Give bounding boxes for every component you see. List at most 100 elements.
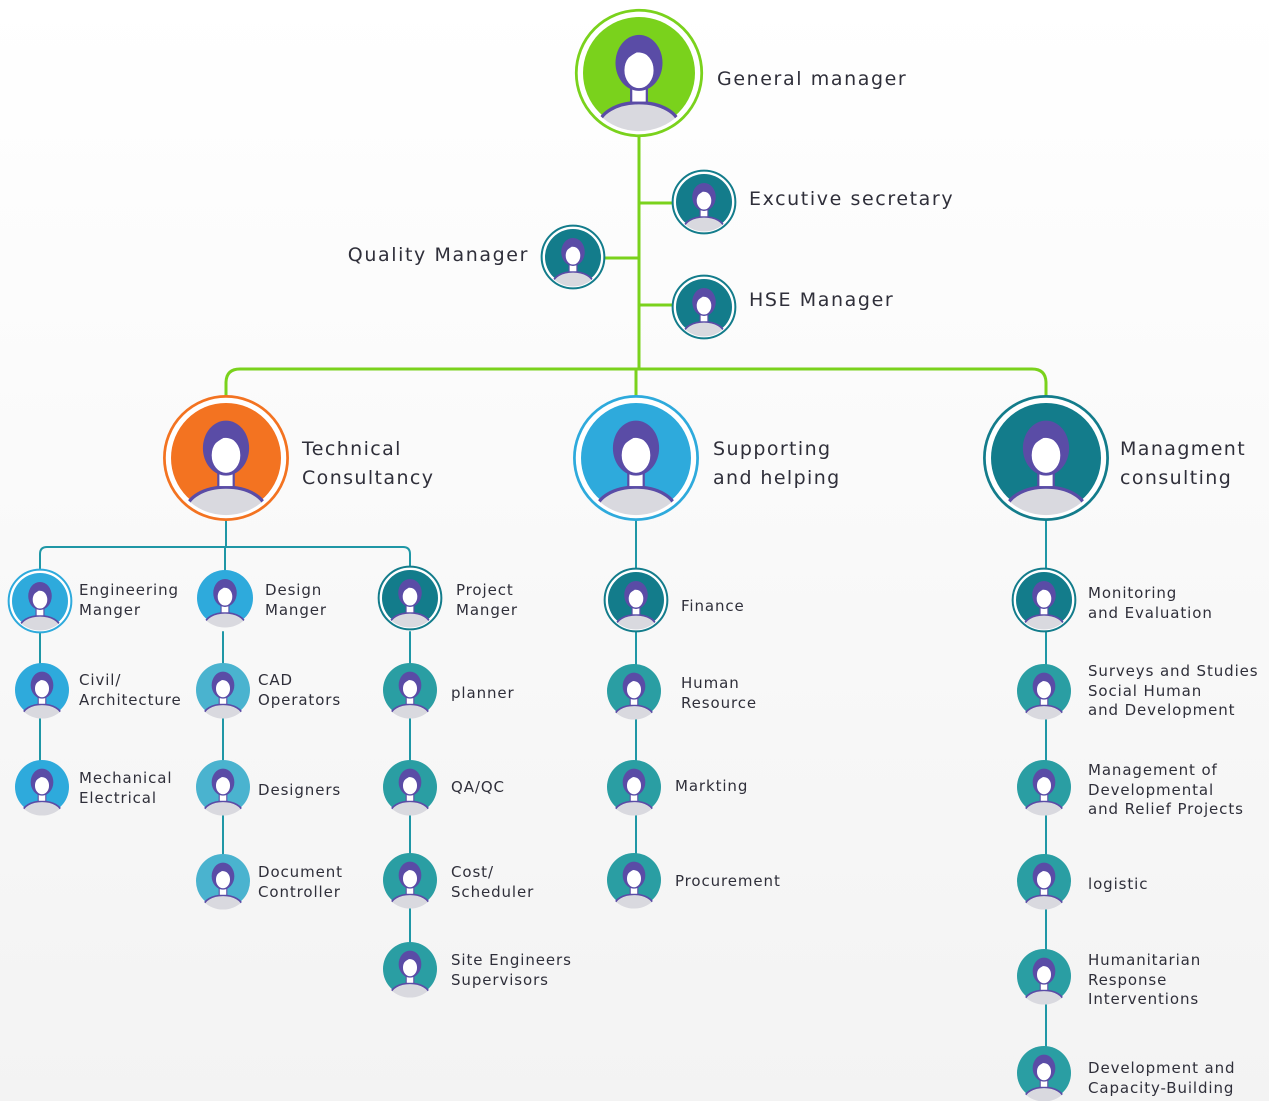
department-title-managment-consulting: Managment consulting bbox=[1120, 435, 1246, 492]
role-label-cad-operators: CAD Operators bbox=[258, 671, 341, 710]
person-avatar-icon bbox=[1023, 862, 1065, 910]
role-label-design-manger: Design Manger bbox=[265, 581, 327, 620]
role-label-project-manger: Project Manger bbox=[456, 581, 518, 620]
role-label-line: Project bbox=[456, 581, 514, 599]
role-label-line: Manger bbox=[265, 600, 327, 619]
role-label-line: Manger bbox=[79, 600, 141, 619]
executive-secretary-label: Excutive secretary bbox=[749, 188, 955, 210]
person-avatar-icon bbox=[596, 34, 681, 132]
department-title-line: consulting bbox=[1120, 466, 1233, 489]
role-label-line: Monitoring bbox=[1088, 584, 1178, 602]
person-avatar-icon bbox=[389, 861, 431, 909]
role-label-line: Mechanical bbox=[79, 769, 173, 787]
role-label-line: QA/QC bbox=[451, 778, 505, 796]
avatar-technical-consultancy bbox=[163, 395, 289, 521]
avatar-surveys-and-studies bbox=[1017, 664, 1071, 720]
avatar-design-manger bbox=[197, 570, 253, 628]
role-label-logistic: logistic bbox=[1088, 875, 1148, 895]
avatar-procurement bbox=[607, 853, 661, 909]
org-nodes bbox=[7, 8, 1109, 1101]
person-avatar-icon bbox=[202, 862, 244, 910]
avatar-logistic bbox=[1017, 854, 1071, 910]
person-avatar-icon bbox=[552, 237, 595, 287]
role-label-line: Controller bbox=[258, 882, 341, 901]
avatar-cost-scheduler bbox=[383, 853, 437, 909]
role-label-management-of-projects: Management of Developmental and Relief P… bbox=[1088, 761, 1244, 820]
avatar-site-engineers-supervisors bbox=[383, 942, 437, 998]
role-label-line: and Evaluation bbox=[1088, 603, 1213, 622]
avatar-quality-manager bbox=[540, 224, 606, 290]
avatar-markting bbox=[607, 760, 661, 816]
avatar-monitoring-and-evaluation bbox=[1011, 567, 1077, 633]
role-label-humanitarian-response: Humanitarian Response Interventions bbox=[1088, 951, 1201, 1010]
role-label-line: planner bbox=[451, 684, 515, 702]
role-label-procurement: Procurement bbox=[675, 872, 781, 892]
role-label-line: Developmental bbox=[1088, 780, 1215, 799]
role-label-surveys-and-studies: Surveys and Studies Social Human and Dev… bbox=[1088, 662, 1259, 721]
avatar-executive-secretary bbox=[671, 169, 737, 235]
role-label-mechanical-electrical: Mechanical Electrical bbox=[79, 769, 172, 808]
role-label-human-resource: Human Resource bbox=[681, 674, 757, 713]
avatar-qa-qc bbox=[383, 760, 437, 816]
role-label-line: and Relief Projects bbox=[1088, 800, 1244, 818]
role-label-line: Development and bbox=[1088, 1059, 1236, 1077]
role-label-line: Site Engineers bbox=[451, 951, 572, 969]
general-manager-label: General manager bbox=[717, 68, 908, 90]
role-label-markting: Markting bbox=[675, 777, 748, 797]
role-label-line: Civil/ bbox=[79, 671, 122, 689]
role-label-line: Architecture bbox=[79, 690, 182, 709]
role-label-line: and Development bbox=[1088, 701, 1236, 719]
role-label-line: Design bbox=[265, 581, 323, 599]
role-label-line: Humanitarian bbox=[1088, 951, 1202, 969]
avatar-document-controller bbox=[196, 854, 250, 910]
avatar-cad-operators bbox=[196, 663, 250, 719]
avatar-finance bbox=[603, 567, 669, 633]
role-label-designers: Designers bbox=[258, 781, 341, 801]
person-avatar-icon bbox=[19, 581, 61, 631]
role-label-monitoring-and-evaluation: Monitoring and Evaluation bbox=[1088, 584, 1213, 623]
role-label-line: Markting bbox=[675, 777, 749, 795]
role-label-site-engineers-supervisors: Site Engineers Supervisors bbox=[451, 951, 572, 990]
role-label-planner: planner bbox=[451, 684, 515, 704]
role-label-line: Interventions bbox=[1088, 990, 1200, 1008]
role-label-line: Social Human bbox=[1088, 681, 1203, 700]
role-label-line: Manger bbox=[456, 600, 518, 619]
avatar-development-capacity-building bbox=[1017, 1046, 1071, 1101]
avatar-managment-consulting bbox=[983, 395, 1109, 521]
role-label-line: Capacity-Building bbox=[1088, 1078, 1235, 1097]
role-label-line: Supervisors bbox=[451, 970, 549, 989]
person-avatar-icon bbox=[1004, 420, 1088, 516]
role-label-civil-architecture: Civil/ Architecture bbox=[79, 671, 182, 710]
role-label-line: Operators bbox=[258, 690, 342, 709]
avatar-management-of-projects bbox=[1017, 760, 1071, 816]
avatar-general-manager bbox=[574, 8, 704, 138]
role-label-line: Cost/ bbox=[451, 863, 494, 881]
person-avatar-icon bbox=[594, 420, 678, 516]
avatar-human-resource bbox=[607, 664, 661, 720]
role-label-line: Management of bbox=[1088, 761, 1218, 779]
avatar-supporting-and-helping bbox=[573, 395, 699, 521]
department-title-line: Supporting bbox=[713, 438, 832, 460]
role-label-line: Resource bbox=[681, 693, 757, 712]
department-title-technical-consultancy: Technical Consultancy bbox=[302, 435, 434, 492]
role-label-line: Human bbox=[681, 674, 740, 692]
role-label-line: Surveys and Studies bbox=[1088, 662, 1259, 680]
department-title-line: Managment bbox=[1120, 438, 1247, 460]
role-label-line: Engineering bbox=[79, 581, 179, 599]
department-title-line: Technical bbox=[302, 438, 402, 460]
person-avatar-icon bbox=[202, 768, 244, 816]
department-title-supporting-and-helping: Supporting and helping bbox=[713, 435, 841, 492]
avatar-mechanical-electrical bbox=[15, 760, 69, 816]
person-avatar-icon bbox=[615, 580, 658, 630]
role-label-line: Scheduler bbox=[451, 882, 535, 901]
avatar-civil-architecture bbox=[15, 663, 69, 719]
person-avatar-icon bbox=[613, 672, 655, 720]
avatar-designers bbox=[196, 760, 250, 816]
avatar-hse-manager bbox=[671, 274, 737, 340]
role-label-qa-qc: QA/QC bbox=[451, 778, 505, 798]
person-avatar-icon bbox=[1023, 672, 1065, 720]
role-label-line: Electrical bbox=[79, 788, 157, 807]
role-label-engineering-manger: Engineering Manger bbox=[79, 581, 179, 620]
department-title-line: and helping bbox=[713, 466, 841, 489]
